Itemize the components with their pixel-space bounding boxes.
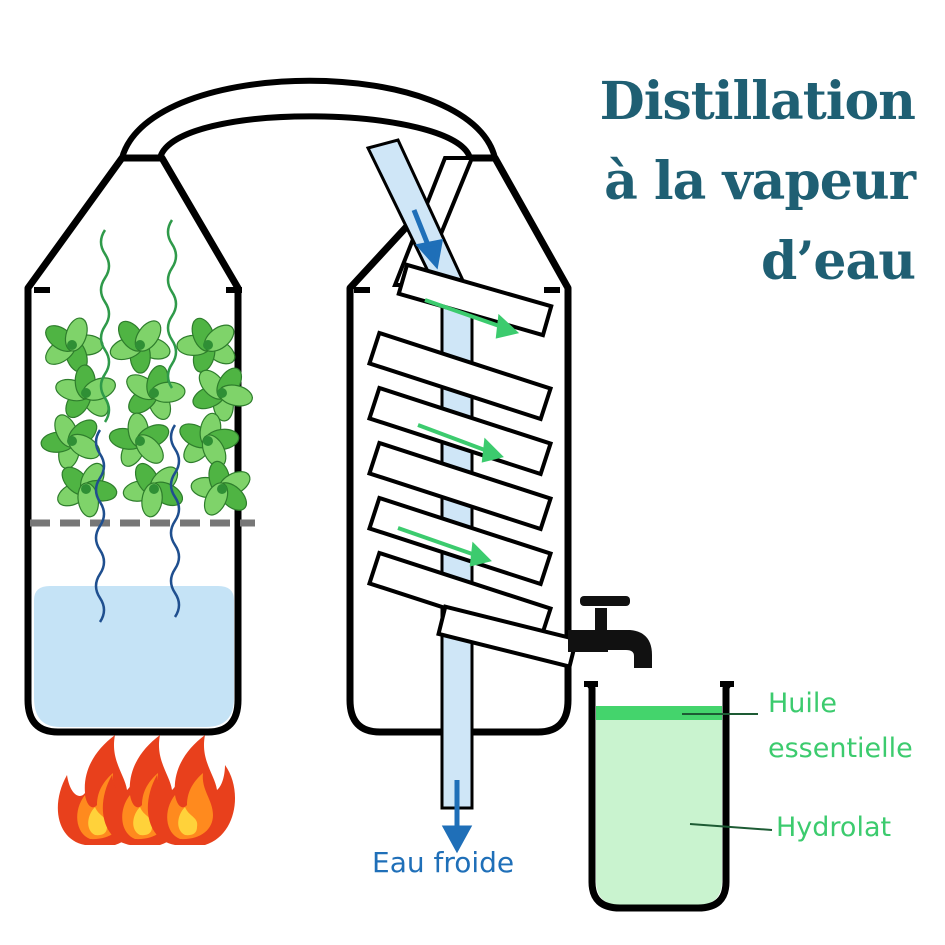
cold-water-label: Eau froide: [372, 846, 515, 879]
boiling-water: [34, 586, 234, 727]
oil-label-line-2: essentielle: [768, 733, 913, 764]
hydrolat-layer: [596, 718, 722, 905]
mint-leaf-cluster: [109, 320, 171, 374]
flow-arrows: [397, 298, 520, 567]
mint-leaf-cluster: [40, 414, 101, 470]
page-title: Distillation à la vapeur d’eau: [495, 62, 916, 302]
oil-label-line-1: Huile: [768, 688, 838, 719]
mint-leaf-cluster: [176, 317, 236, 373]
mint-leaf-cluster: [122, 462, 184, 518]
mint-leaf-cluster: [55, 364, 116, 419]
steam-lines: [94, 219, 181, 623]
oil-layer: [596, 706, 722, 720]
cold-water-arrows: [411, 209, 473, 854]
cooling-coil: [366, 262, 579, 669]
mint-leaf-cluster: [108, 412, 170, 467]
mint-leaf-cluster: [190, 460, 251, 516]
mint-leaf-cluster: [179, 412, 240, 468]
vapor-pipe: [119, 77, 498, 161]
tap-icon: [568, 596, 652, 668]
mint-leaf-cluster: [192, 367, 253, 422]
collection-jar: [584, 681, 773, 912]
mint-leaves: [40, 317, 253, 518]
mint-leaf-cluster: [126, 365, 186, 421]
fire-icon: [57, 735, 236, 845]
mint-leaf-cluster: [57, 462, 118, 518]
title-line-2: à la vapeur: [604, 151, 916, 212]
hydrolat-label: Hydrolat: [776, 812, 892, 843]
title-line-3: d’eau: [760, 231, 916, 292]
title-line-1: Distillation: [599, 71, 916, 132]
